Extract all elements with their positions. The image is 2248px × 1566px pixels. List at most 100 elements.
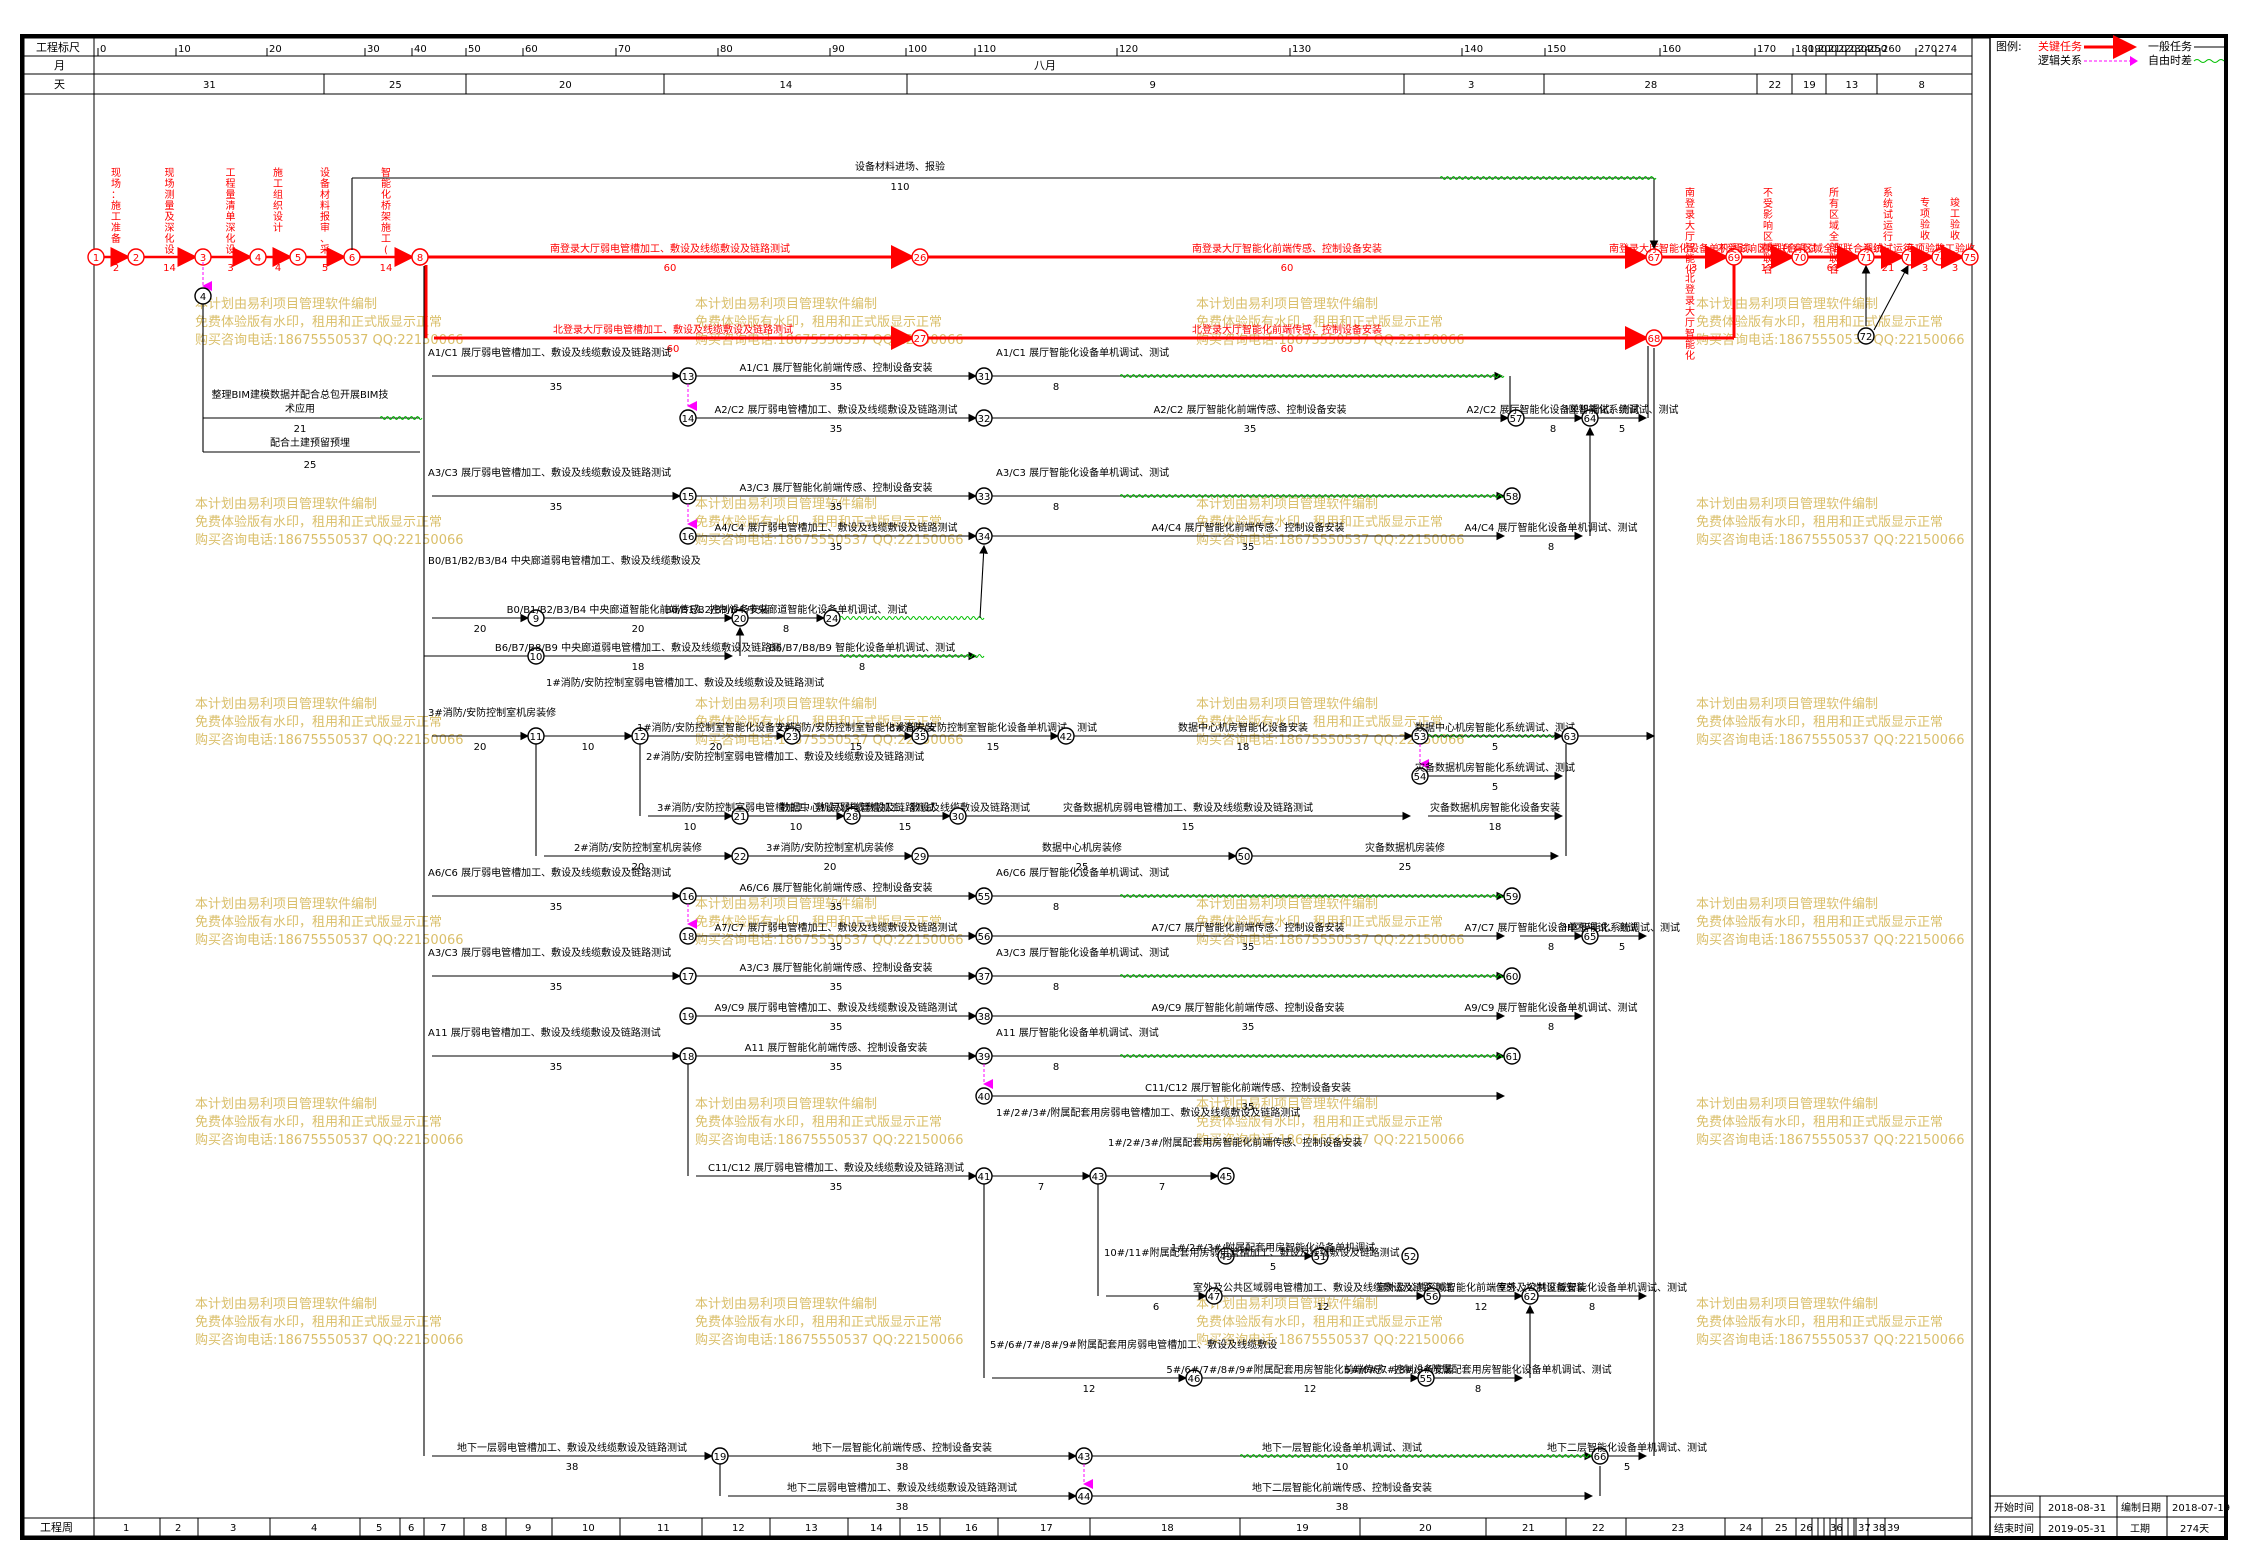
task-label: 3#消防/安防控制室弱电管槽加工、敷设及线缆敷设及链路测试	[657, 801, 935, 814]
watermark-text: 免费体验版有水印，租用和正式版显示正常	[1196, 714, 1443, 730]
watermark-text: 本计划由易利项目管理软件编制	[195, 497, 377, 512]
task-duration: 3	[1952, 263, 1958, 274]
task-label-vertical: 登	[1685, 283, 1695, 296]
watermark-text: 免费体验版有水印，租用和正式版显示正常	[195, 1114, 442, 1130]
scale-tick-label: 70	[618, 44, 631, 55]
watermark-text: 免费体验版有水印，租用和正式版显示正常	[195, 314, 442, 330]
event-node-label: 41	[978, 1172, 991, 1183]
task-label-vertical: 现	[111, 167, 121, 179]
watermark-text: 购买咨询电话:18675550537 QQ:22150066	[1696, 332, 1965, 348]
week-cell: 23	[1672, 1523, 1685, 1534]
task-label-vertical: 厅	[1685, 318, 1695, 329]
task-label: 1#消防/安防控制室弱电管槽加工、敷设及线缆敷设及链路测试	[546, 676, 824, 689]
task-duration: 18	[632, 662, 645, 673]
event-node	[1503, 967, 1521, 985]
watermark-text: 免费体验版有水印，租用和正式版显示正常	[1696, 1314, 1943, 1330]
task-label-vertical: 化	[226, 232, 236, 245]
task-label: 5#/6#/7#/8#/9#附属配套用房智能化前端传感、控制设备安装	[1166, 1363, 1453, 1376]
task-label: 配合土建预留预埋	[270, 436, 350, 449]
task-label: 2#消防/安防控制室机房装修	[574, 841, 702, 854]
task-label-vertical: 设	[165, 244, 175, 256]
task-label-vertical: 料	[320, 199, 330, 212]
task-label-vertical: 深	[165, 222, 175, 234]
scale-tick-label: 60	[525, 44, 538, 55]
day-cell: 8	[1919, 80, 1925, 91]
task-duration: 15	[850, 742, 863, 753]
task-label: 地下二层弱电管槽加工、敷设及线缆敷设及链路测试	[787, 1481, 1017, 1494]
task-duration: 35	[830, 382, 843, 393]
event-node-label: 26	[914, 253, 927, 264]
task-label-vertical: 系	[1883, 187, 1893, 199]
task-label-vertical: 大	[1685, 305, 1695, 318]
task-duration: 7	[1159, 1182, 1165, 1193]
task-label: A3/C3 展厅智能化设备单机调试、测试	[996, 946, 1169, 959]
event-node-label: 62	[1524, 1292, 1537, 1303]
event-node-label: 71	[1860, 253, 1873, 264]
event-node-label: 6	[349, 253, 355, 264]
watermark-text: 购买咨询电话:18675550537 QQ:22150066	[1196, 1332, 1465, 1348]
event-node-label: 72	[1860, 332, 1873, 343]
day-cell: 25	[389, 80, 402, 91]
task-label: 地下一层智能化设备单机调试、测试	[1262, 1441, 1422, 1454]
event-node-label: 15	[682, 492, 695, 503]
week-cell: 21	[1522, 1523, 1535, 1534]
event-node-label: 28	[846, 812, 859, 823]
event-node-label: 8	[417, 253, 423, 264]
float-wave	[839, 616, 985, 620]
task-label-vertical: 材	[320, 188, 330, 201]
task-label-vertical: 能	[381, 177, 391, 190]
legend-logic-arrow-icon	[2130, 56, 2138, 66]
watermark-text: 本计划由易利项目管理软件编制	[1196, 497, 1378, 512]
task-duration: 12	[1475, 1302, 1488, 1313]
event-node-label: 68	[1648, 334, 1661, 345]
task-duration: 5	[1619, 942, 1625, 953]
event-node-label: 3	[200, 253, 206, 264]
event-node-label: 46	[1188, 1374, 1201, 1385]
task-duration: 35	[550, 982, 563, 993]
task-label: A2/C2 展厅智能化前端传感、控制设备安装	[1153, 403, 1346, 416]
task-label-vertical: 桥	[381, 200, 391, 212]
watermark-text: 购买咨询电话:18675550537 QQ:22150066	[195, 1332, 464, 1348]
task-label-vertical: 工	[381, 234, 391, 245]
task-duration: 8	[1053, 982, 1059, 993]
event-node-label: 63	[1564, 732, 1577, 743]
task-label-vertical: 南	[1685, 186, 1695, 199]
task-label-vertical: 部	[1829, 241, 1839, 254]
week-cell: 10	[582, 1523, 595, 1534]
task-label-vertical: 施	[111, 199, 121, 212]
task-duration: 35	[830, 1022, 843, 1033]
task-label: A4/C4 展厅智能化设备单机调试、测试	[1464, 521, 1637, 534]
task-label: A3/C3 展厅弱电管槽加工、敷设及线缆敷设及链路测试	[428, 466, 671, 479]
event-node	[1503, 487, 1521, 505]
event-node-label: 4	[200, 292, 206, 303]
task-duration: 20	[632, 624, 645, 635]
watermark-text: 购买咨询电话:18675550537 QQ:22150066	[1696, 732, 1965, 748]
float-wave	[1119, 1054, 1505, 1058]
task-duration: 12	[1083, 1384, 1096, 1395]
task-label-vertical: 智	[1685, 241, 1695, 254]
event-node-label: 75	[1964, 253, 1977, 264]
task-label: A7/C7 展厅弱电管槽加工、敷设及线缆敷设及链路测试	[714, 921, 957, 934]
event-node-label: 35	[914, 732, 927, 743]
task-label: 灾备数据机房弱电管槽加工、敷设及线缆敷设及链路测试	[1063, 801, 1313, 814]
week-cell: 39	[1887, 1523, 1900, 1534]
task-duration: 5	[1492, 742, 1498, 753]
task-duration: 35	[830, 942, 843, 953]
watermark-text: 免费体验版有水印，租用和正式版显示正常	[1696, 314, 1943, 330]
task-label: A1/C1 展厅智能化设备单机调试、测试	[996, 346, 1169, 359]
day-cell: 19	[1803, 80, 1816, 91]
task-label: A4/C4 展厅智能化前端传感、控制设备安装	[1151, 521, 1344, 534]
event-node-label: 4	[255, 253, 261, 264]
scale-tick-label: 130	[1292, 44, 1311, 55]
week-cell: 9	[525, 1523, 531, 1534]
scale-tick-label: 270	[1918, 44, 1937, 55]
task-duration: 38	[896, 1502, 909, 1513]
watermark-text: 本计划由易利项目管理软件编制	[195, 697, 377, 712]
task-label: A1/C1 展厅弱电管槽加工、敷设及线缆敷设及链路测试	[428, 346, 671, 359]
event-node-label: 34	[978, 532, 991, 543]
task-label-vertical: 能	[1685, 252, 1695, 265]
task-label: 1#/2#/3#/附属配套用房弱电管槽加工、敷设及线缆敷设及链路测试	[996, 1106, 1300, 1119]
event-node-label: 37	[978, 972, 991, 983]
task-label: A7/C7 展厅智能化前端传感、控制设备安装	[1151, 921, 1344, 934]
